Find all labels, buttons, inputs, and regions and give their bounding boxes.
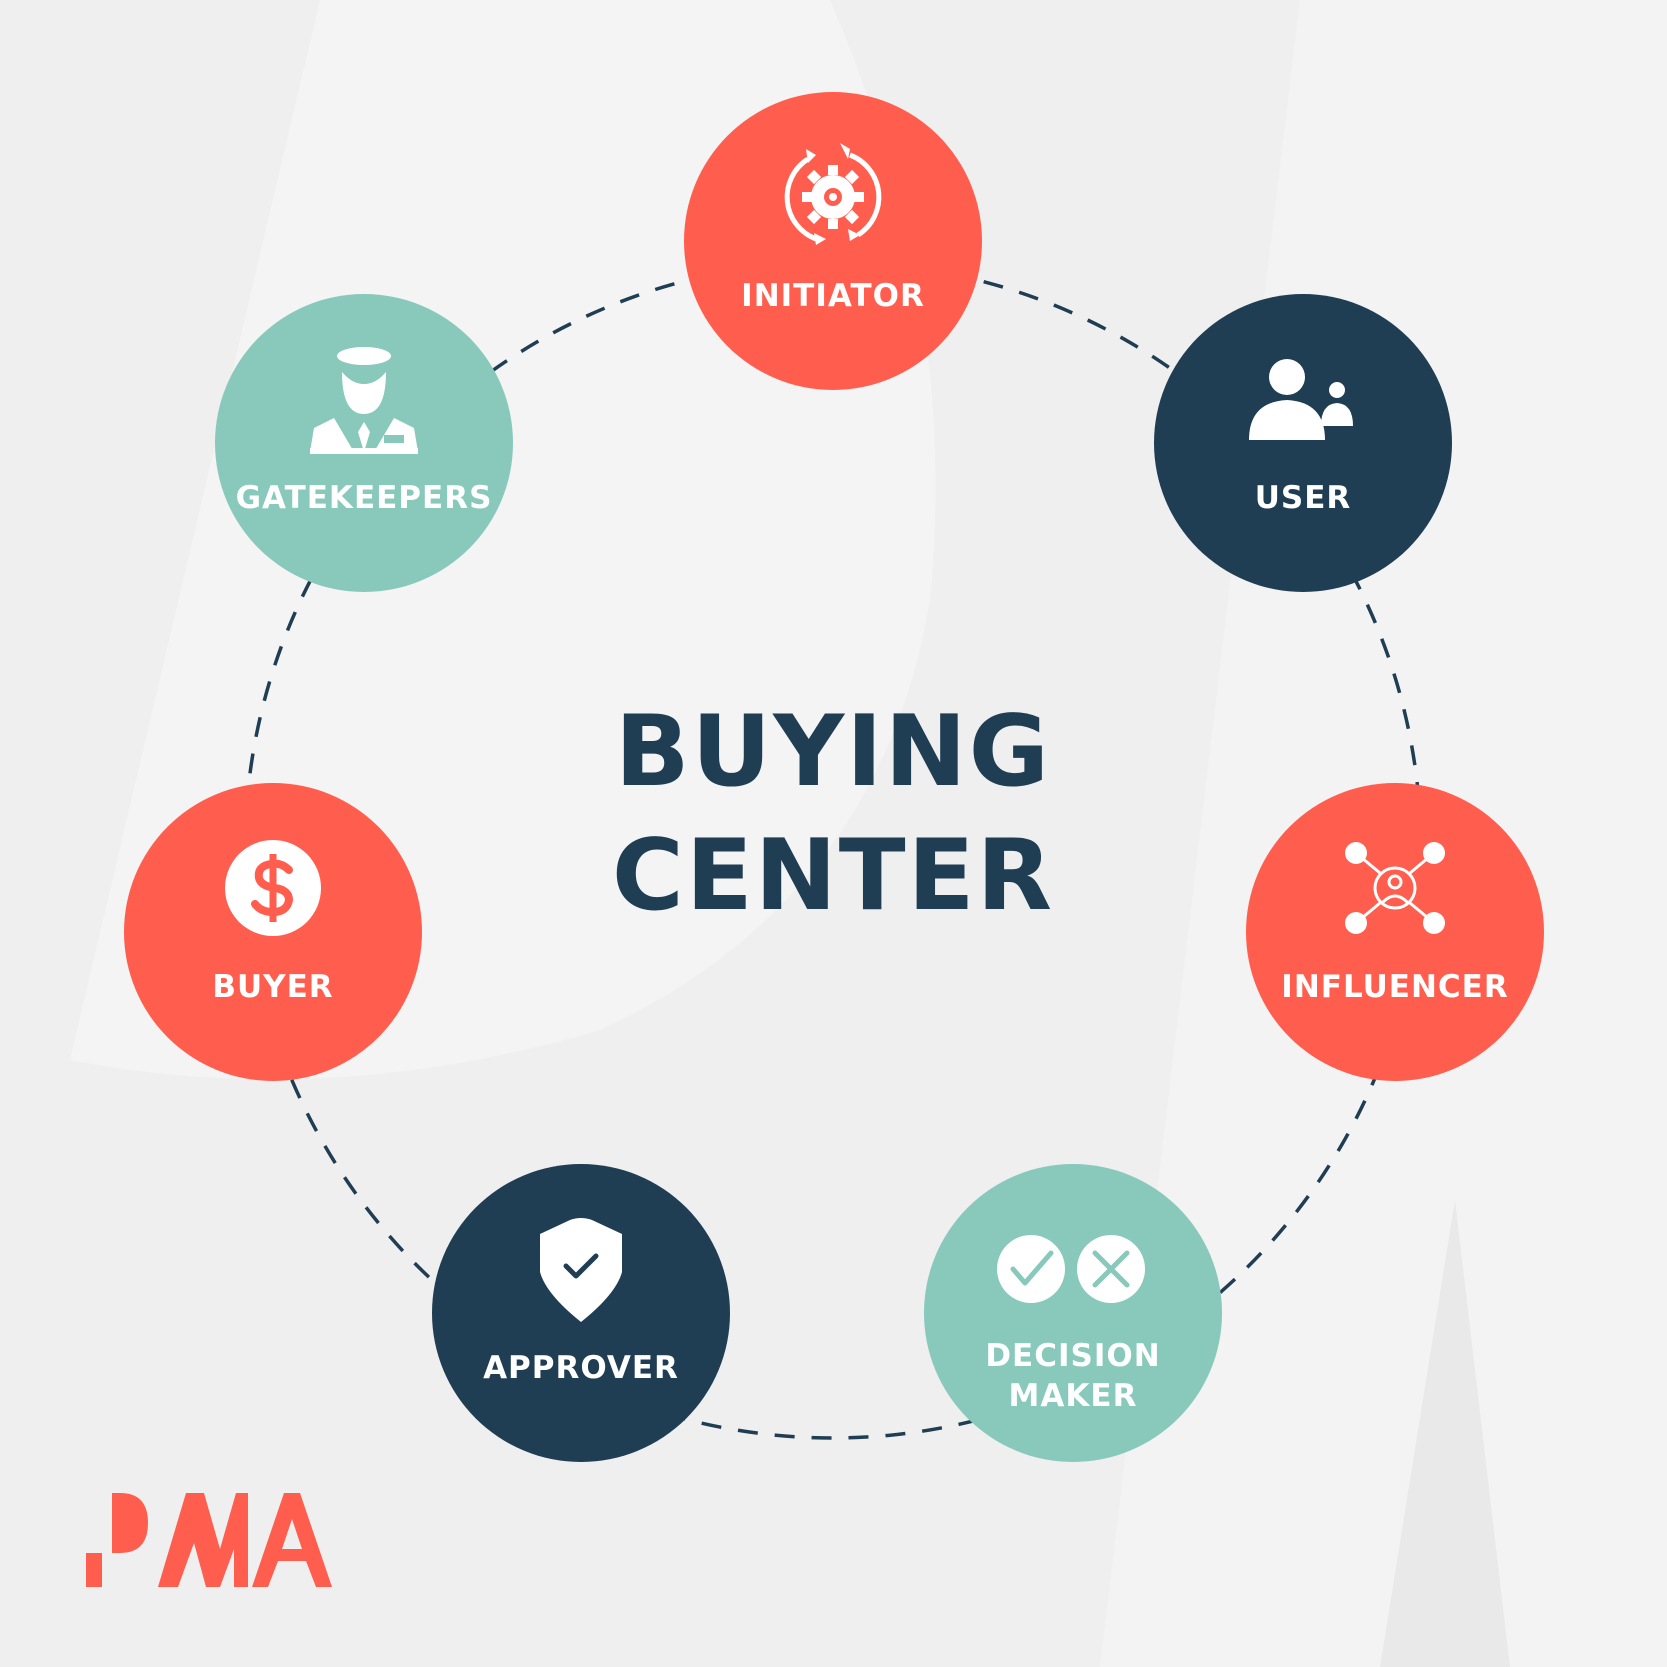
decision-maker-label: DECISION MAKER — [985, 1338, 1161, 1414]
approver-label: APPROVER — [483, 1350, 679, 1386]
gear-cycle-icon — [684, 132, 982, 262]
initiator-node: INITIATOR — [684, 92, 982, 390]
network-person-icon — [1246, 823, 1544, 953]
gatekeepers-node: GATEKEEPERS — [215, 294, 513, 592]
influencer-label: INFLUENCER — [1281, 969, 1509, 1005]
influencer-node: INFLUENCER — [1246, 783, 1544, 1081]
shield-check-icon — [432, 1204, 730, 1334]
dollar-coin-icon — [124, 823, 422, 953]
buyer-node: BUYER — [124, 783, 422, 1081]
title-line-2: CENTER — [611, 819, 1055, 933]
title-line-1: BUYING — [614, 695, 1052, 809]
buyer-label: BUYER — [212, 969, 334, 1005]
approver-node: APPROVER — [432, 1164, 730, 1462]
user-label: USER — [1254, 480, 1352, 516]
pma-logo — [86, 1493, 332, 1587]
diagram-title: BUYING CENTER — [583, 690, 1083, 938]
users-icon — [1154, 334, 1452, 464]
decision-maker-node: DECISION MAKER — [924, 1164, 1222, 1462]
user-node: USER — [1154, 294, 1452, 592]
guard-icon — [215, 334, 513, 464]
gatekeepers-label: GATEKEEPERS — [235, 480, 493, 516]
initiator-label: INITIATOR — [741, 278, 925, 314]
check-cross-icon — [924, 1204, 1222, 1334]
